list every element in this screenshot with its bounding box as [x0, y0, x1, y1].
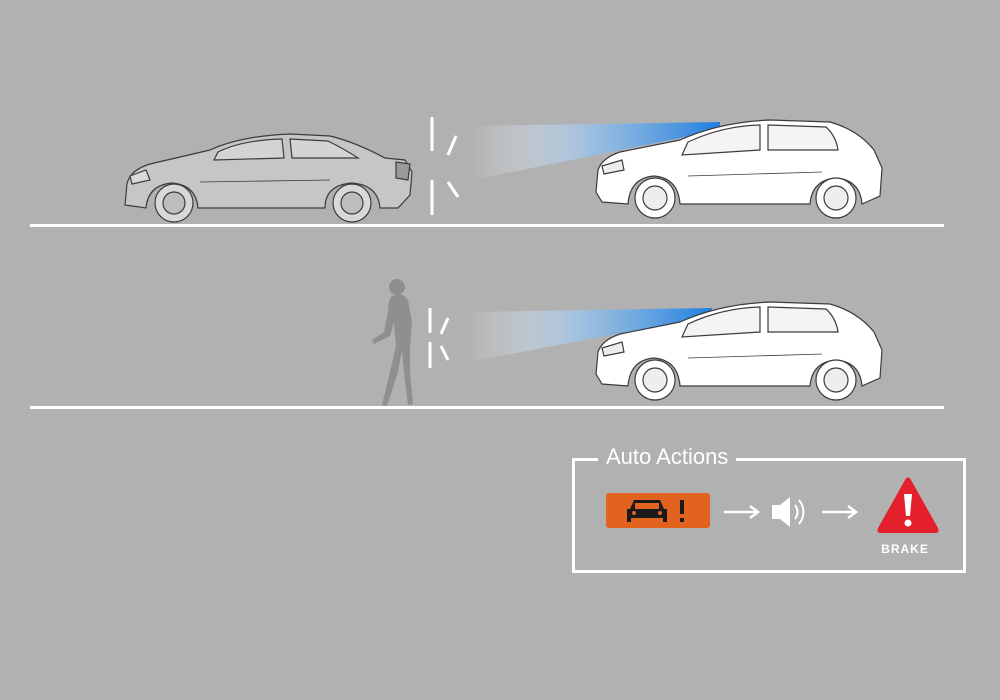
brake-warning-triangle-icon	[877, 477, 939, 533]
sensor-detection-marks	[430, 117, 460, 215]
warning-indicator-icon	[606, 493, 710, 528]
sensor-beam-1	[472, 122, 720, 180]
sensor-detection-marks-2	[428, 308, 450, 368]
arrow-right-icon-2	[822, 505, 859, 519]
auto-actions-panel	[572, 458, 966, 573]
road-line-2	[30, 406, 944, 409]
speaker-alert-icon	[772, 497, 805, 527]
sensor-beam-2	[468, 308, 712, 362]
obstacle-sedan-icon	[124, 133, 413, 223]
brake-label: BRAKE	[881, 542, 929, 556]
legend-title: Auto Actions	[598, 442, 737, 472]
road-line-1	[30, 224, 944, 227]
own-hatchback-icon-2	[595, 301, 883, 401]
pedestrian-silhouette-icon	[372, 279, 413, 406]
arrow-right-icon	[724, 505, 761, 519]
scene-2-pedestrian-obstacle	[372, 279, 883, 406]
scene-1-car-obstacle	[124, 117, 883, 223]
own-hatchback-icon	[595, 119, 883, 219]
